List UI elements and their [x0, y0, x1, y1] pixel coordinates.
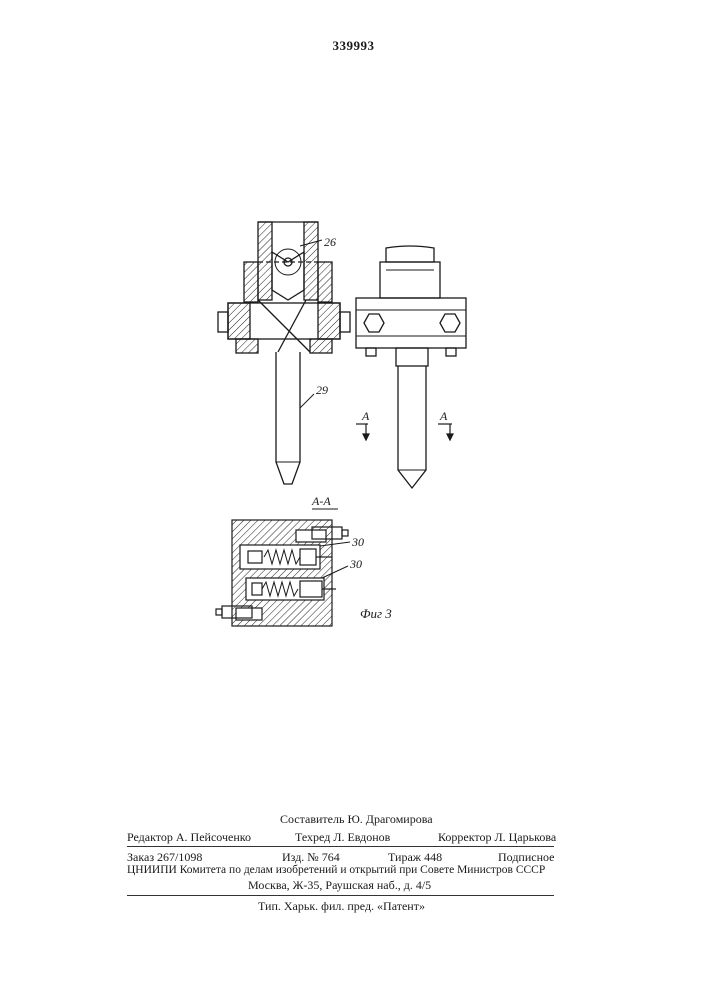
right-view — [356, 246, 466, 488]
corrector-line: Корректор Л. Царькова — [438, 830, 556, 845]
technical-drawing: 26 29 А А А-А — [0, 0, 707, 700]
section-title: А-А — [311, 494, 331, 508]
order-line: Заказ 267/1098 — [127, 850, 202, 865]
institute-line: ЦНИИПИ Комитета по делам изобретений и о… — [127, 864, 545, 876]
circulation-line: Тираж 448 — [388, 850, 442, 865]
section-view — [216, 520, 350, 626]
compiler-line: Составитель Ю. Драгомирова — [280, 812, 433, 827]
colophon-rule-bottom — [127, 895, 554, 896]
label-29: 29 — [316, 383, 328, 397]
figure-caption: Фиг 3 — [360, 606, 392, 621]
techred-line: Техред Л. Евдонов — [295, 830, 390, 845]
section-arrow-right-label: А — [439, 409, 448, 423]
publication-line: Изд. № 764 — [282, 850, 340, 865]
printer-line: Тип. Харьк. фил. пред. «Патент» — [258, 899, 425, 914]
section-arrow-left-label: А — [361, 409, 370, 423]
label-30-top: 30 — [351, 535, 364, 549]
editor-line: Редактор А. Пейсоченко — [127, 830, 251, 845]
section-arrows — [356, 424, 453, 440]
label-26: 26 — [324, 235, 336, 249]
subscription-line: Подписное — [498, 850, 555, 865]
address-line: Москва, Ж-35, Раушская наб., д. 4/5 — [248, 878, 431, 893]
left-view — [218, 222, 350, 484]
colophon-rule-top — [127, 846, 554, 847]
label-30-bottom: 30 — [349, 557, 362, 571]
